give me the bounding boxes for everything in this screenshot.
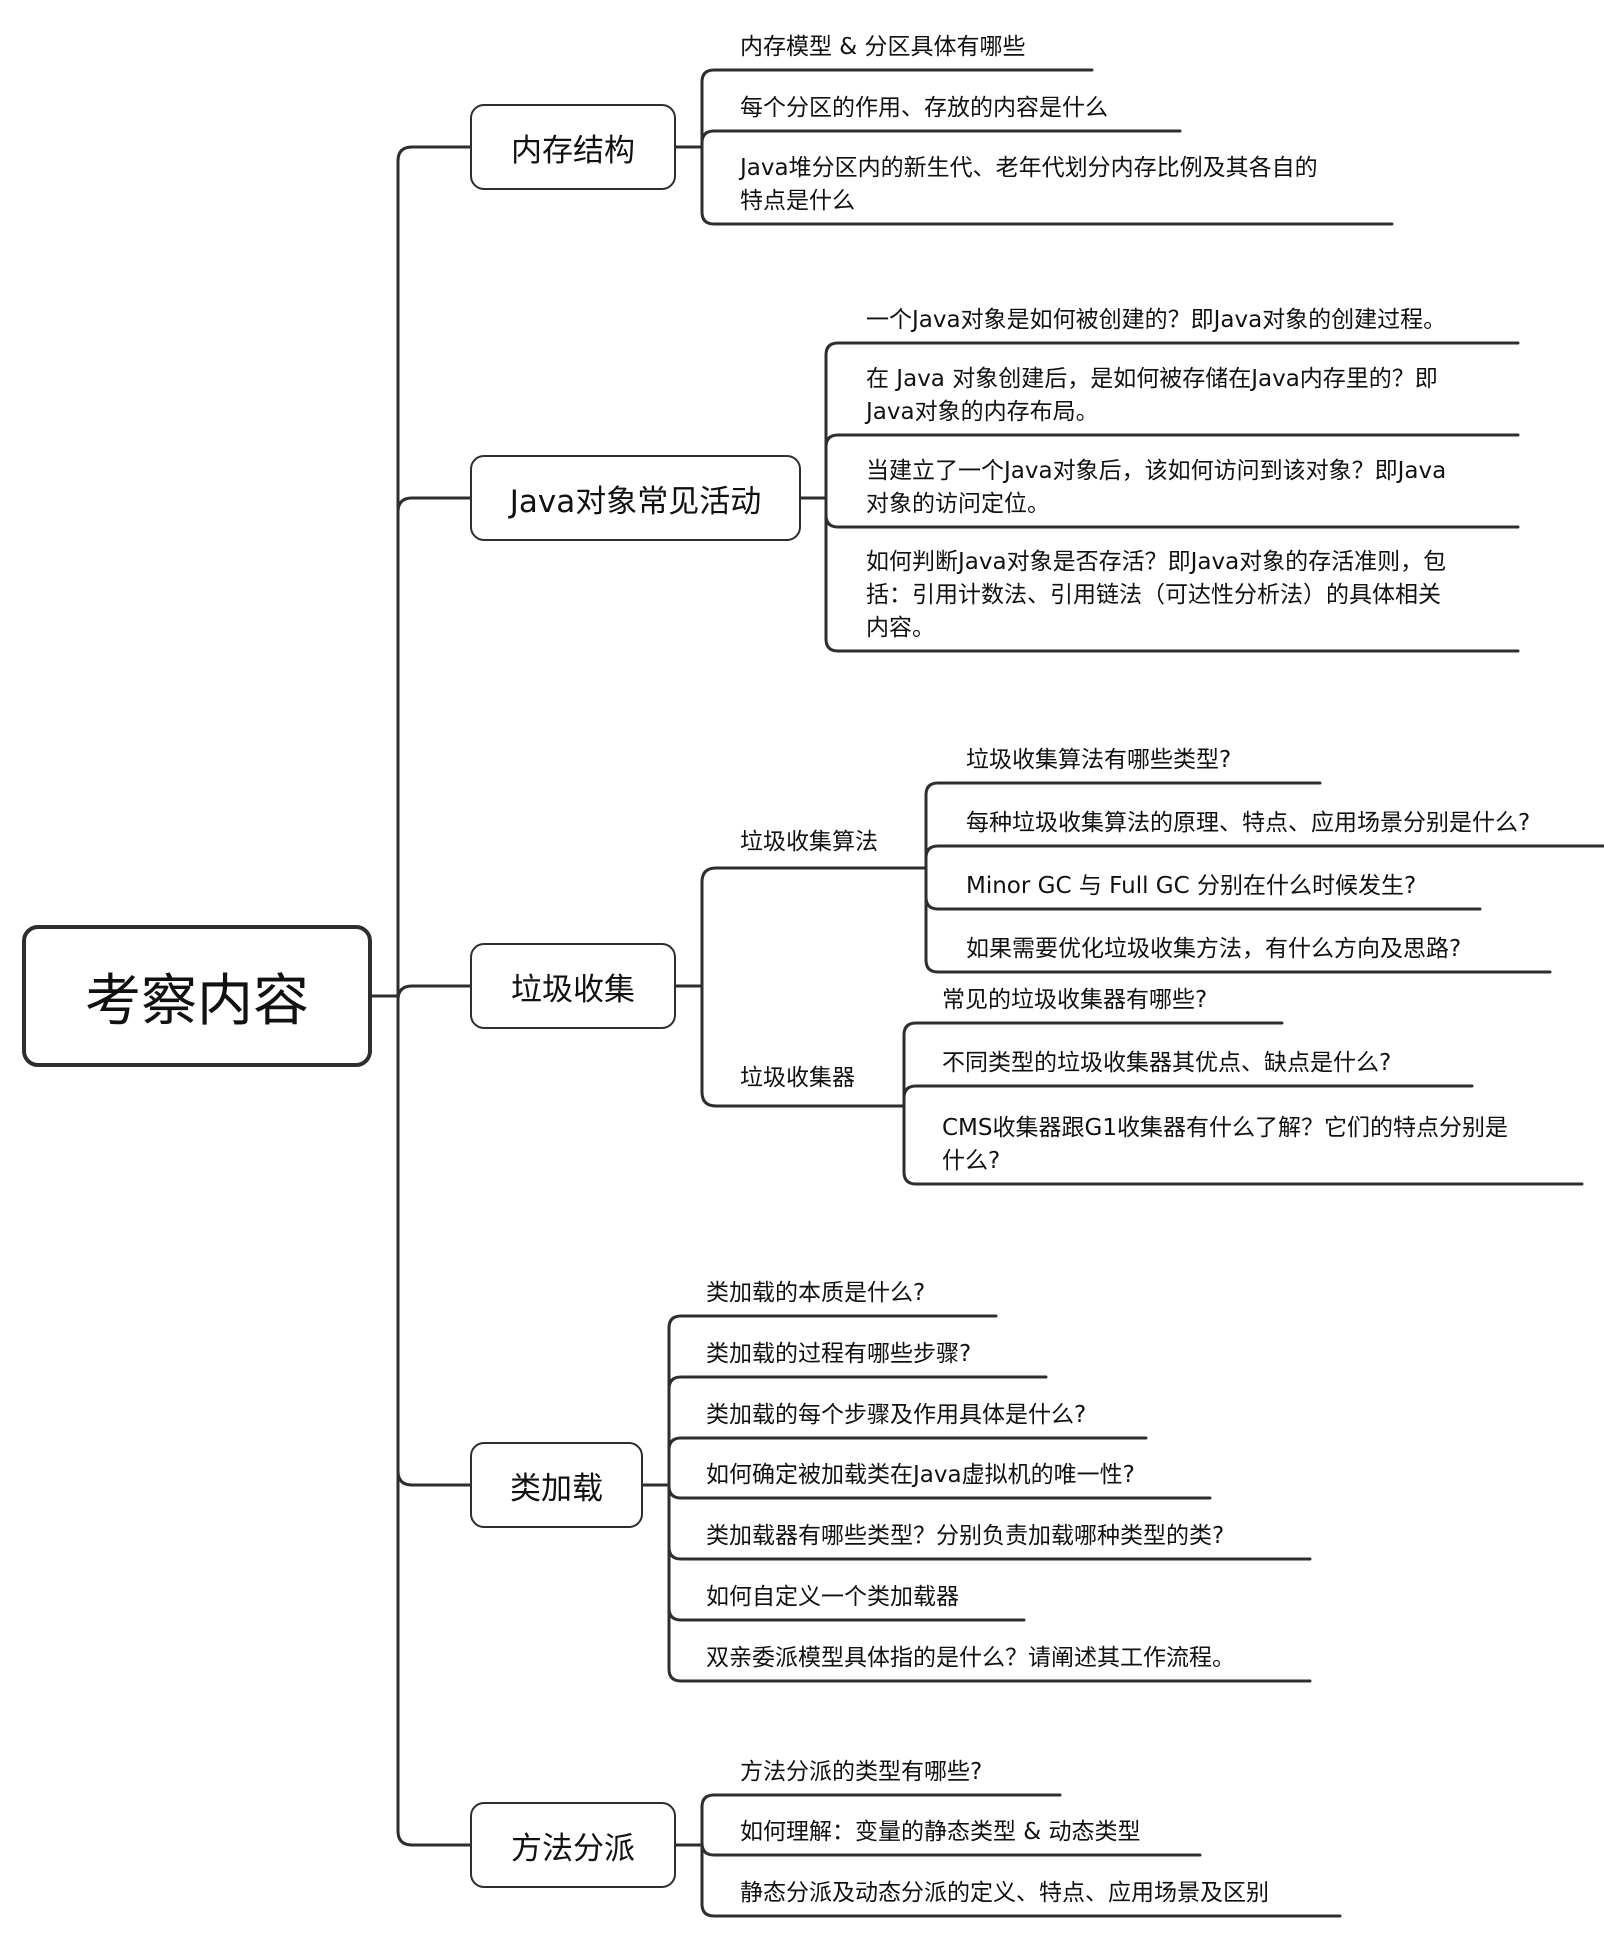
- leaf-line: 双亲委派模型具体指的是什么？请阐述其工作流程。: [706, 1645, 1235, 1671]
- leaf-4-1[interactable]: 如何理解：变量的静态类型 & 动态类型: [740, 1816, 1141, 1849]
- branch-memory-structure[interactable]: 内存结构: [470, 104, 676, 190]
- leaf-3-0[interactable]: 类加载的本质是什么?: [706, 1277, 925, 1310]
- connector-line: [700, 68, 1094, 149]
- leaf-line: 常见的垃圾收集器有哪些?: [942, 987, 1208, 1013]
- connector-line: [396, 145, 472, 998]
- gc-leaf-1-2[interactable]: CMS收集器跟G1收集器有什么了解？它们的特点分别是什么?: [942, 1112, 1508, 1178]
- leaf-line: Java堆分区内的新生代、老年代划分内存比例及其各自的: [740, 155, 1318, 181]
- connector-line: [667, 1483, 1312, 1683]
- leaf-1-1[interactable]: 在 Java 对象创建后，是如何被存储在Java内存里的？即 Java对象的内存布…: [866, 363, 1438, 429]
- leaf-line: 方法分派的类型有哪些?: [740, 1759, 983, 1785]
- leaf-line: 对象的访问定位。: [866, 491, 1050, 517]
- leaf-1-3[interactable]: 如何判断Java对象是否存活？即Java对象的存活准则，包括：引用计数法、引用链…: [866, 546, 1446, 645]
- leaf-3-6[interactable]: 双亲委派模型具体指的是什么？请阐述其工作流程。: [706, 1642, 1235, 1675]
- connector-line: [824, 433, 1520, 500]
- leaf-0-1[interactable]: 每个分区的作用、存放的内容是什么: [740, 92, 1108, 125]
- connector-line: [700, 145, 1394, 226]
- leaf-line: 类加载器有哪些类型？分别负责加载哪种类型的类?: [706, 1523, 1225, 1549]
- leaf-line: 类加载的本质是什么?: [706, 1280, 926, 1306]
- leaf-line: 类加载的过程有哪些步骤?: [706, 1341, 972, 1367]
- branch-garbage-collection[interactable]: 垃圾收集: [470, 943, 676, 1029]
- leaf-3-5[interactable]: 如何自定义一个类加载器: [706, 1581, 959, 1614]
- leaf-4-2[interactable]: 静态分派及动态分派的定义、特点、应用场景及区别: [740, 1877, 1269, 1910]
- leaf-1-0[interactable]: 一个Java对象是如何被创建的？即Java对象的创建过程。: [866, 304, 1446, 337]
- connector-line: [902, 1084, 1474, 1108]
- leaf-0-2[interactable]: Java堆分区内的新生代、老年代划分内存比例及其各自的特点是什么: [740, 152, 1318, 218]
- connector-line: [396, 984, 472, 1002]
- leaf-line: 垃圾收集算法有哪些类型?: [966, 747, 1232, 773]
- connector-line: [700, 984, 906, 1108]
- leaf-3-3[interactable]: 如何确定被加载类在Java虚拟机的唯一性?: [706, 1459, 1135, 1492]
- leaf-4-0[interactable]: 方法分派的类型有哪些?: [740, 1756, 982, 1789]
- leaf-line: 每个分区的作用、存放的内容是什么: [740, 95, 1108, 121]
- leaf-line: Java对象的内存布局。: [866, 399, 1099, 425]
- branch-class-loading[interactable]: 类加载: [470, 1442, 643, 1528]
- leaf-line: 括：引用计数法、引用链法（可达性分析法）的具体相关: [866, 582, 1441, 608]
- connector-line: [700, 129, 1182, 149]
- leaf-line: 如何确定被加载类在Java虚拟机的唯一性?: [706, 1462, 1135, 1488]
- leaf-line: 在 Java 对象创建后，是如何被存储在Java内存里的？即: [866, 366, 1438, 392]
- leaf-3-2[interactable]: 类加载的每个步骤及作用具体是什么?: [706, 1399, 1086, 1432]
- connector-line: [396, 496, 472, 998]
- sub-gc-collectors[interactable]: 垃圾收集器: [740, 1065, 855, 1091]
- connector-line: [396, 994, 472, 1847]
- gc-leaf-0-0[interactable]: 垃圾收集算法有哪些类型?: [966, 744, 1231, 777]
- leaf-3-4[interactable]: 类加载器有哪些类型？分别负责加载哪种类型的类?: [706, 1520, 1224, 1553]
- gc-leaf-1-0[interactable]: 常见的垃圾收集器有哪些?: [942, 984, 1207, 1017]
- leaf-line: 如何自定义一个类加载器: [706, 1584, 959, 1610]
- gc-leaf-0-2[interactable]: Minor GC 与 Full GC 分别在什么时候发生?: [966, 870, 1416, 903]
- sub-gc-algorithms[interactable]: 垃圾收集算法: [740, 829, 878, 855]
- leaf-line: 如何理解：变量的静态类型 & 动态类型: [740, 1819, 1141, 1845]
- leaf-line: CMS收集器跟G1收集器有什么了解？它们的特点分别是: [942, 1115, 1508, 1141]
- connector-line: [700, 1793, 1062, 1847]
- connector-line: [902, 1104, 1584, 1186]
- leaf-line: 一个Java对象是如何被创建的？即Java对象的创建过程。: [866, 307, 1447, 333]
- branch-java-object-activities[interactable]: Java对象常见活动: [470, 455, 801, 541]
- connector-line: [902, 1021, 1284, 1108]
- leaf-line: 当建立了一个Java对象后，该如何访问到该对象？即Java: [866, 458, 1447, 484]
- gc-leaf-1-1[interactable]: 不同类型的垃圾收集器其优点、缺点是什么?: [942, 1047, 1391, 1080]
- leaf-line: 如何判断Java对象是否存活？即Java对象的存活准则，包: [866, 549, 1447, 575]
- leaf-1-2[interactable]: 当建立了一个Java对象后，该如何访问到该对象？即Java 对象的访问定位。: [866, 455, 1446, 521]
- leaf-line: 每种垃圾收集算法的原理、特点、应用场景分别是什么?: [966, 810, 1531, 836]
- connector-line: [924, 781, 1322, 870]
- connector-line: [700, 1841, 1202, 1857]
- leaf-line: 静态分派及动态分派的定义、特点、应用场景及区别: [740, 1880, 1269, 1906]
- connector-line: [700, 866, 928, 988]
- leaf-0-0[interactable]: 内存模型 & 分区具体有哪些: [740, 31, 1026, 64]
- connector-line: [924, 844, 1604, 870]
- connector-line: [700, 1843, 1342, 1918]
- leaf-line: 特点是什么: [740, 188, 855, 214]
- connector-line: [396, 994, 472, 1487]
- gc-leaf-0-1[interactable]: 每种垃圾收集算法的原理、特点、应用场景分别是什么?: [966, 807, 1530, 840]
- leaf-line: 内存模型 & 分区具体有哪些: [740, 34, 1026, 60]
- gc-leaf-0-3[interactable]: 如果需要优化垃圾收集方法，有什么方向及思路?: [966, 933, 1461, 966]
- root-node[interactable]: 考察内容: [22, 925, 372, 1067]
- connector-line: [667, 1436, 1148, 1487]
- leaf-line: 内容。: [866, 615, 935, 641]
- connector-line: [824, 496, 1520, 653]
- leaf-line: 如果需要优化垃圾收集方法，有什么方向及思路?: [966, 936, 1462, 962]
- connector-line: [667, 1314, 998, 1487]
- connector-line: [824, 341, 1520, 500]
- connector-line: [924, 866, 1552, 974]
- branch-method-dispatch[interactable]: 方法分派: [470, 1802, 676, 1888]
- leaf-line: 什么?: [942, 1148, 1001, 1174]
- leaf-line: Minor GC 与 Full GC 分别在什么时候发生?: [966, 873, 1417, 899]
- connector-line: [667, 1375, 1048, 1487]
- leaf-line: 不同类型的垃圾收集器其优点、缺点是什么?: [942, 1050, 1392, 1076]
- leaf-3-1[interactable]: 类加载的过程有哪些步骤?: [706, 1338, 971, 1371]
- leaf-line: 类加载的每个步骤及作用具体是什么?: [706, 1402, 1087, 1428]
